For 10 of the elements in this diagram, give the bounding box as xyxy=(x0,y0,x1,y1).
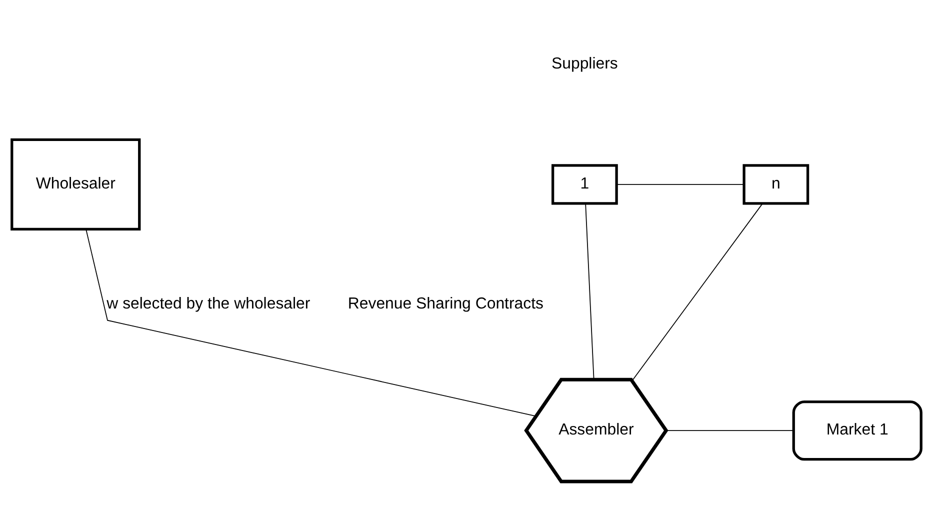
node-box: Market 1 xyxy=(792,400,922,460)
label: Revenue Sharing Contracts xyxy=(348,294,544,312)
connector xyxy=(86,228,536,416)
node-box: Wholesaler xyxy=(10,138,141,230)
connector xyxy=(632,202,763,381)
node-box: n xyxy=(742,164,810,204)
label: Suppliers xyxy=(551,54,618,72)
connector xyxy=(585,202,594,380)
node-box: 1 xyxy=(552,164,618,204)
edge-label: w selected by the wholesaler xyxy=(106,294,310,312)
